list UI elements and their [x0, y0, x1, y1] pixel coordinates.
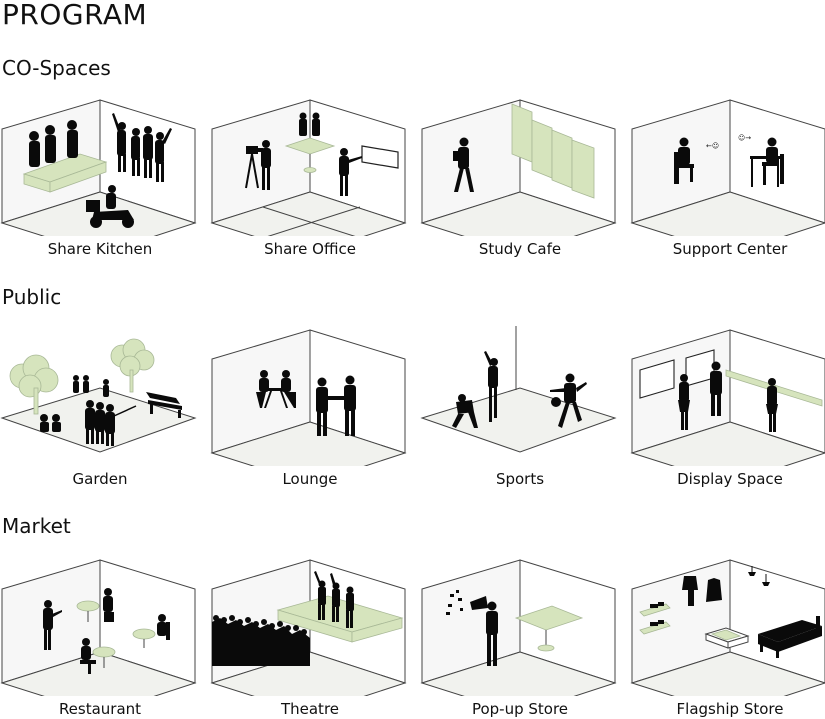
- page-title: PROGRAM: [2, 0, 148, 31]
- label-share-kitchen: Share Kitchen: [47, 240, 153, 258]
- svg-text:☺→: ☺→: [738, 134, 751, 142]
- theatre-diagram: Theatre: [210, 556, 410, 718]
- sports-diagram: Sports: [420, 326, 620, 488]
- share-kitchen-diagram: Share Kitchen: [0, 96, 200, 258]
- garden-diagram: Garden: [0, 326, 200, 488]
- section-heading-public: Public: [2, 285, 62, 309]
- share-office-diagram: Share Office: [210, 96, 410, 258]
- restaurant-diagram: Restaurant: [0, 556, 200, 718]
- label-pop-up-store: Pop-up Store: [471, 700, 569, 718]
- section-heading-market: Market: [2, 514, 71, 538]
- label-share-office: Share Office: [264, 240, 356, 258]
- study-cafe-diagram: Study Cafe: [420, 96, 620, 258]
- section-heading-co-spaces: CO-Spaces: [2, 56, 111, 80]
- support-center-diagram: ←☺ ☺→ Support Center: [630, 96, 825, 258]
- label-support-center: Support Center: [672, 240, 788, 258]
- label-restaurant: Restaurant: [58, 700, 142, 718]
- flagship-store-diagram: Flagship Store: [630, 556, 825, 718]
- svg-text:←☺: ←☺: [706, 142, 719, 150]
- label-lounge: Lounge: [282, 470, 338, 488]
- label-sports: Sports: [495, 470, 545, 488]
- label-display-space: Display Space: [677, 470, 783, 488]
- pop-up-store-diagram: Pop-up Store: [420, 556, 620, 718]
- display-space-diagram: Display Space: [630, 326, 825, 488]
- lounge-diagram: Lounge: [210, 326, 410, 488]
- label-study-cafe: Study Cafe: [478, 240, 562, 258]
- label-flagship-store: Flagship Store: [676, 700, 784, 718]
- label-garden: Garden: [72, 470, 128, 488]
- label-theatre: Theatre: [280, 700, 340, 718]
